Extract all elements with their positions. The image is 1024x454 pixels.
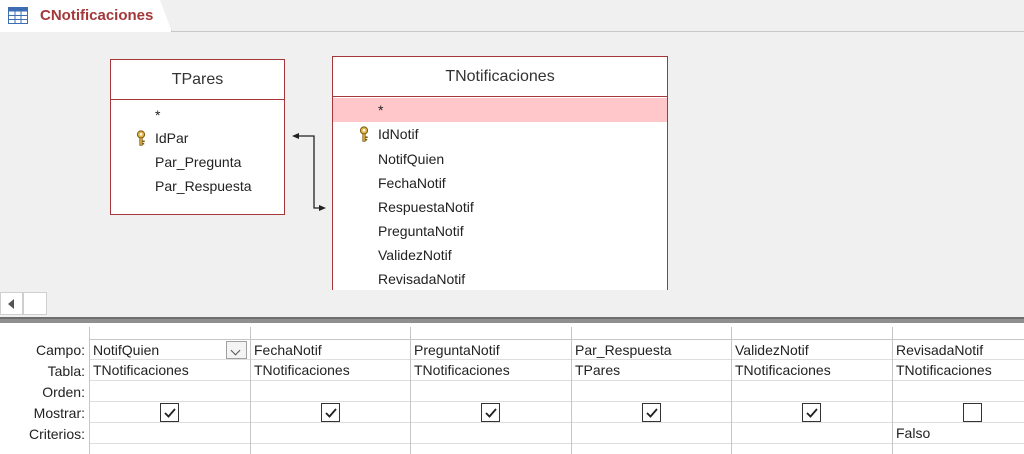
mostrar-cell	[572, 402, 732, 423]
field-tpares-par-pregunta[interactable]: Par_Pregunta	[155, 154, 242, 170]
field-tnotif-fechanotif[interactable]: FechaNotif	[378, 175, 446, 191]
criterios-cell[interactable]	[251, 423, 411, 444]
table-title-tpares[interactable]: TPares	[111, 60, 284, 100]
orden-cell[interactable]	[90, 381, 250, 402]
check-icon	[164, 408, 176, 418]
row-label-orden: Orden:	[42, 384, 85, 400]
mostrar-cell	[732, 402, 892, 423]
criterios-cell[interactable]	[90, 423, 250, 444]
primary-key-icon	[136, 130, 146, 146]
tabla-cell[interactable]: TNotificaciones	[411, 360, 571, 381]
check-icon	[806, 408, 818, 418]
field-dropdown-button[interactable]	[226, 341, 247, 359]
orden-cell[interactable]	[411, 381, 571, 402]
show-checkbox[interactable]	[481, 403, 500, 422]
grid-column-2[interactable]: FechaNotif TNotificaciones	[250, 327, 411, 454]
campo-cell[interactable]: FechaNotif	[251, 339, 411, 360]
mostrar-cell	[893, 402, 1024, 423]
check-icon	[646, 408, 658, 418]
campo-cell[interactable]: RevisadaNotif	[893, 339, 1024, 360]
grid-column-3[interactable]: PreguntaNotif TNotificaciones	[410, 327, 571, 454]
show-checkbox[interactable]	[642, 403, 661, 422]
grid-column-6[interactable]: RevisadaNotif TNotificaciones Falso	[892, 327, 1024, 454]
tabla-cell[interactable]: TNotificaciones	[893, 360, 1024, 381]
pane-splitter[interactable]	[0, 317, 1024, 323]
field-tpares-all[interactable]: *	[155, 107, 161, 123]
criterios-cell[interactable]	[411, 423, 571, 444]
campo-cell[interactable]: ValidezNotif	[732, 339, 892, 360]
field-tnotif-valideznotif[interactable]: ValidezNotif	[378, 247, 452, 263]
scroll-thumb[interactable]	[23, 292, 47, 315]
table-box-tpares[interactable]: TPares * IdPar Par_Pregunta Par_Respuest…	[110, 59, 285, 215]
field-tnotif-notifquien[interactable]: NotifQuien	[378, 151, 445, 167]
field-tpares-idpar[interactable]: IdPar	[111, 126, 284, 150]
show-checkbox[interactable]	[160, 403, 179, 422]
tabla-cell[interactable]: TNotificaciones	[251, 360, 411, 381]
field-tnotif-revisadanotif[interactable]: RevisadaNotif	[378, 271, 466, 287]
mostrar-cell	[411, 402, 571, 423]
primary-key-icon	[359, 126, 369, 142]
field-tnotif-respuestanotif[interactable]: RespuestaNotif	[378, 199, 474, 215]
query-icon	[8, 7, 28, 24]
check-icon	[485, 408, 497, 418]
orden-cell[interactable]	[893, 381, 1024, 402]
table-box-tnotificaciones[interactable]: TNotificaciones * IdNotif NotifQuien Fec…	[332, 56, 668, 290]
tab-title: CNotificaciones	[40, 7, 154, 24]
query-grid: Campo: Tabla: Orden: Mostrar: Criterios:…	[0, 323, 1024, 454]
criterios-cell[interactable]	[732, 423, 892, 444]
tabla-cell[interactable]: TNotificaciones	[90, 360, 250, 381]
campo-cell[interactable]: PreguntaNotif	[411, 339, 571, 360]
tabla-cell[interactable]: TNotificaciones	[732, 360, 892, 381]
show-checkbox[interactable]	[321, 403, 340, 422]
check-icon	[325, 408, 337, 418]
tabla-cell[interactable]: TPares	[572, 360, 732, 381]
grid-column-1[interactable]: NotifQuien TNotificaciones	[89, 327, 250, 454]
document-tab-bar: CNotificaciones	[0, 0, 1024, 32]
campo-cell[interactable]: NotifQuien	[90, 339, 250, 360]
orden-cell[interactable]	[732, 381, 892, 402]
tab-cnotificaciones[interactable]: CNotificaciones	[0, 0, 172, 32]
campo-cell[interactable]: Par_Respuesta	[572, 339, 732, 360]
row-label-criterios: Criterios:	[28, 426, 85, 442]
criterios-cell[interactable]	[572, 423, 732, 444]
show-checkbox[interactable]	[802, 403, 821, 422]
field-tpares-par-respuesta[interactable]: Par_Respuesta	[155, 178, 252, 194]
row-label-mostrar: Mostrar:	[33, 405, 85, 421]
row-label-campo: Campo:	[35, 342, 85, 358]
criterios-cell[interactable]: Falso	[893, 423, 1024, 444]
campo-value: NotifQuien	[93, 342, 160, 358]
scroll-left-button[interactable]	[0, 292, 23, 315]
orden-cell[interactable]	[572, 381, 732, 402]
mostrar-cell	[90, 402, 250, 423]
field-label: IdPar	[155, 130, 189, 146]
orden-cell[interactable]	[251, 381, 411, 402]
mostrar-cell	[251, 402, 411, 423]
grid-column-4[interactable]: Par_Respuesta TPares	[571, 327, 732, 454]
query-design-surface[interactable]: TPares * IdPar Par_Pregunta Par_Respuest…	[0, 32, 1024, 290]
design-horizontal-scrollbar[interactable]	[0, 290, 1024, 317]
field-tnotif-idnotif[interactable]: IdNotif	[333, 122, 667, 146]
grid-column-5[interactable]: ValidezNotif TNotificaciones	[731, 327, 892, 454]
relationship-line[interactable]	[0, 32, 1024, 290]
row-label-tabla: Tabla:	[47, 363, 85, 379]
field-label: IdNotif	[378, 126, 419, 142]
show-checkbox[interactable]	[963, 403, 982, 422]
field-tnotif-all[interactable]: *	[333, 98, 667, 122]
field-tnotif-preguntanotif[interactable]: PreguntaNotif	[378, 223, 464, 239]
table-title-tnotificaciones[interactable]: TNotificaciones	[333, 57, 667, 97]
